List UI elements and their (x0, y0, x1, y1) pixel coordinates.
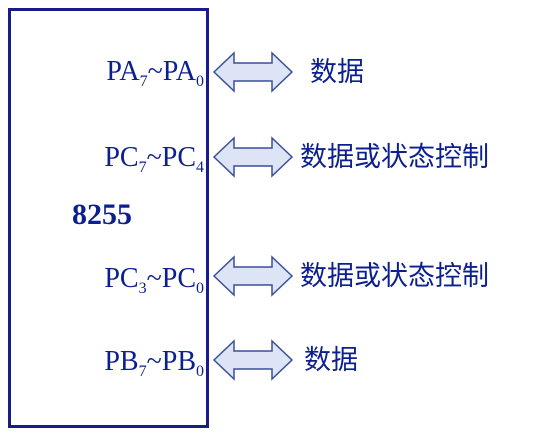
port-desc-pb: 数据 (304, 345, 358, 376)
port-desc-pa: 数据 (310, 57, 364, 88)
double-headed-arrow-icon (212, 51, 294, 93)
pin-label-pc-lower: PC3~PC0 (104, 263, 204, 297)
double-headed-arrow-icon (212, 255, 294, 297)
chip-8255-box (8, 8, 209, 428)
port-desc-pc-upper: 数据或状态控制 (300, 142, 489, 173)
port-desc-pc-lower: 数据或状态控制 (300, 261, 489, 292)
pin-label-pb: PB7~PB0 (104, 346, 204, 380)
double-headed-arrow-icon (212, 136, 294, 178)
pin-label-pa: PA7~PA0 (106, 56, 204, 90)
chip-name: 8255 (72, 198, 132, 231)
pin-label-pc-upper: PC7~PC4 (104, 142, 204, 176)
double-headed-arrow-icon (212, 339, 294, 381)
